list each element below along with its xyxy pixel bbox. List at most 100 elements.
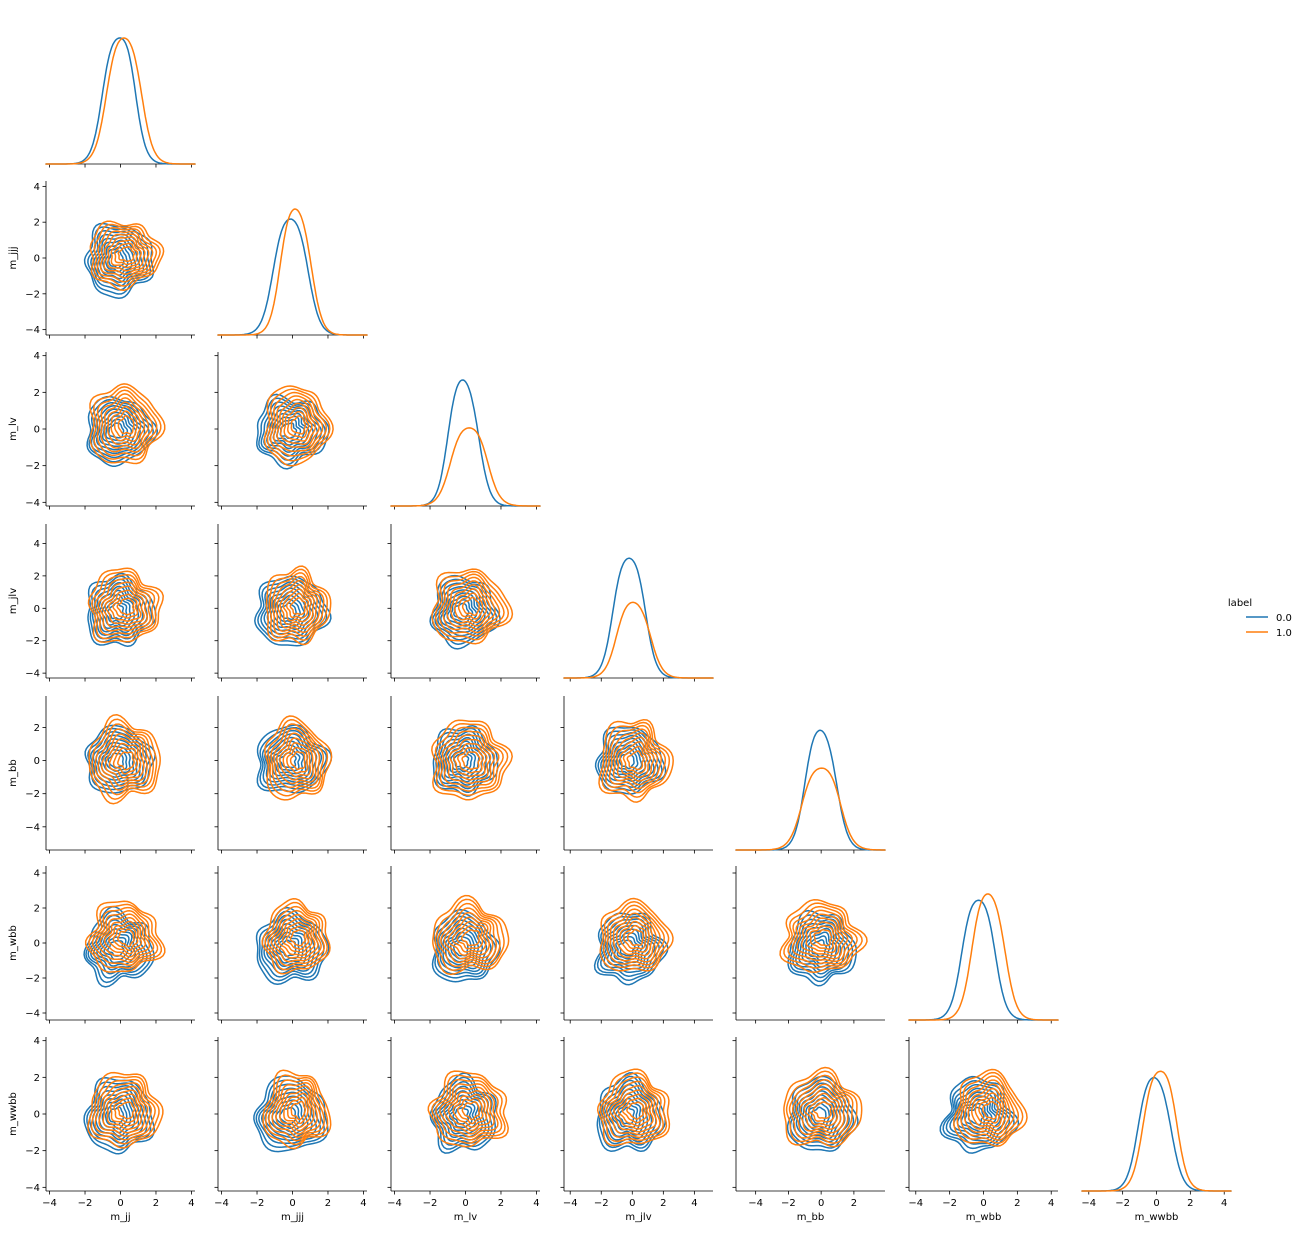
contour-1.0	[963, 1079, 1015, 1138]
contour-1.0	[290, 415, 307, 435]
x-tick-label: 2	[498, 1198, 504, 1209]
contour-1.0	[598, 718, 674, 803]
contour-1.0	[262, 1069, 332, 1150]
contour-1.0	[803, 1092, 840, 1127]
contour-0.0	[279, 602, 297, 621]
x-tick-label: 4	[1221, 1198, 1227, 1209]
contour-1.0	[289, 751, 306, 771]
contour-0.0	[442, 736, 484, 783]
contour-1.0	[276, 732, 317, 785]
contour-1.0	[89, 383, 166, 465]
contour-1.0	[783, 902, 863, 969]
contour-1.0	[283, 406, 313, 442]
y-tick-label: 4	[34, 539, 40, 550]
contour-1.0	[602, 900, 670, 969]
contour-0.0	[95, 408, 141, 451]
contour-1.0	[434, 898, 505, 972]
contour-1.0	[981, 1100, 999, 1120]
contour-1.0	[441, 730, 500, 788]
contour-1.0	[619, 920, 650, 953]
contour-1.0	[289, 597, 307, 616]
contour-1.0	[264, 715, 333, 801]
contour-1.0	[434, 570, 510, 641]
kde-curve-1.0	[217, 208, 368, 336]
kde-curve-1.0	[735, 767, 886, 851]
x-tick-label: −2	[423, 1198, 438, 1209]
contour-1.0	[97, 728, 151, 791]
contour-1.0	[113, 1097, 139, 1124]
panel-m_wbb-vs-m_jlv	[560, 866, 713, 1024]
contour-1.0	[96, 389, 158, 457]
contour-1.0	[116, 597, 135, 616]
panel-m_jj-vs-m_jj	[45, 37, 196, 168]
contour-1.0	[93, 386, 162, 461]
contour-0.0	[446, 595, 478, 627]
contour-1.0	[108, 589, 142, 622]
contour-0.0	[107, 752, 124, 769]
x-axis-label: m_jlv	[625, 1212, 651, 1223]
x-tick-label: −2	[781, 1198, 796, 1209]
contour-1.0	[438, 573, 505, 637]
y-tick-label: −2	[25, 461, 40, 472]
kde-curve-1.0	[45, 37, 196, 165]
contour-1.0	[94, 723, 154, 796]
contour-1.0	[269, 391, 328, 457]
contour-1.0	[270, 723, 325, 793]
contour-1.0	[800, 917, 844, 957]
contour-1.0	[290, 1100, 307, 1121]
x-tick-label: 2	[153, 1198, 159, 1209]
contour-0.0	[256, 393, 330, 470]
contour-0.0	[964, 1102, 989, 1130]
contour-1.0	[112, 924, 139, 952]
contour-1.0	[117, 414, 135, 435]
contour-1.0	[117, 246, 136, 263]
contour-1.0	[91, 906, 159, 966]
contour-1.0	[605, 1080, 661, 1136]
contour-0.0	[942, 1079, 1015, 1150]
contour-1.0	[452, 742, 488, 778]
y-tick-label: 2	[34, 1073, 40, 1084]
contour-1.0	[799, 1088, 843, 1130]
panel-m_jlv-vs-m_lv	[387, 524, 540, 682]
y-tick-label: 0	[34, 939, 40, 950]
contour-1.0	[267, 905, 325, 967]
y-tick-label: 2	[34, 571, 40, 582]
contour-1.0	[602, 1076, 664, 1139]
contour-0.0	[807, 935, 831, 961]
x-tick-label: 0	[818, 1198, 824, 1209]
contour-1.0	[616, 736, 655, 782]
y-tick-label: −2	[25, 974, 40, 985]
contour-1.0	[100, 393, 154, 453]
contour-1.0	[112, 747, 139, 775]
contour-1.0	[971, 1087, 1008, 1132]
y-axis-label: m_lv	[8, 417, 19, 441]
contour-1.0	[623, 924, 647, 950]
contour-1.0	[103, 233, 150, 275]
contour-1.0	[286, 746, 309, 774]
contour-1.0	[104, 585, 145, 625]
contour-1.0	[626, 1101, 645, 1120]
panel-m_jlv-vs-m_jlv	[563, 557, 714, 682]
contour-0.0	[108, 1106, 125, 1126]
contour-1.0	[456, 925, 484, 950]
contour-1.0	[456, 1097, 484, 1125]
contour-1.0	[787, 905, 858, 965]
contour-1.0	[265, 1074, 329, 1146]
contour-1.0	[612, 912, 657, 960]
contour-1.0	[285, 592, 310, 619]
contour-1.0	[956, 1071, 1024, 1144]
y-axis-label: m_jjj	[8, 246, 19, 269]
contour-1.0	[813, 929, 833, 947]
contour-1.0	[107, 401, 146, 446]
contour-1.0	[275, 1085, 318, 1135]
contour-1.0	[440, 907, 498, 964]
x-tick-label: 2	[660, 1198, 666, 1209]
contour-1.0	[457, 747, 484, 774]
contour-1.0	[106, 236, 146, 272]
contour-1.0	[271, 572, 325, 637]
contour-1.0	[427, 1070, 509, 1148]
contour-1.0	[447, 916, 491, 956]
panel-m_wbb-vs-m_lv	[387, 866, 540, 1024]
contour-0.0	[272, 931, 304, 964]
